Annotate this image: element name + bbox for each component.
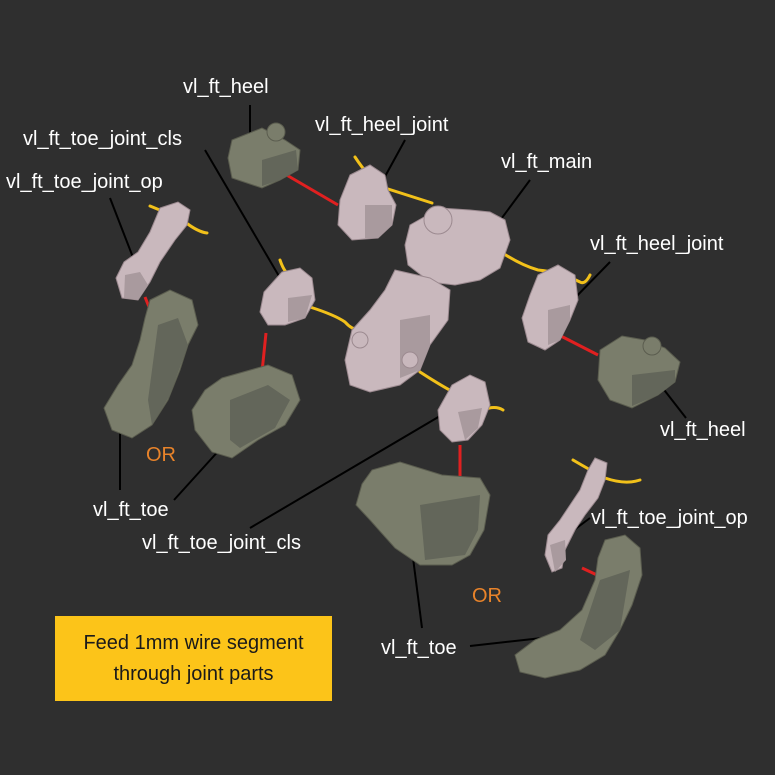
label-toe-bottom: vl_ft_toe — [381, 637, 457, 659]
label-toe-joint-cls-top: vl_ft_toe_joint_cls — [23, 128, 182, 150]
label-toe-joint-op-top: vl_ft_toe_joint_op — [6, 171, 163, 193]
label-heel-right: vl_ft_heel — [660, 419, 746, 441]
label-heel-joint-top: vl_ft_heel_joint — [315, 114, 449, 136]
label-toe-left: vl_ft_toe — [93, 499, 169, 521]
toe-part-bottom — [355, 461, 491, 566]
heel-part-top — [227, 122, 301, 189]
label-heel-joint-right: vl_ft_heel_joint — [590, 233, 724, 255]
heel-part-right — [597, 335, 681, 409]
label-heel-top: vl_ft_heel — [183, 76, 269, 98]
instruction-note: Feed 1mm wire segment through joint part… — [55, 616, 332, 701]
toe-part-center — [191, 364, 301, 459]
heel-joint-part-top — [337, 164, 397, 241]
or-label-right: OR — [472, 585, 502, 607]
label-main: vl_ft_main — [501, 151, 593, 173]
toe-joint-op-part-right — [544, 457, 608, 573]
toe-joint-cls-part-top — [259, 267, 316, 326]
toe-part-left — [103, 289, 199, 439]
label-toe-joint-op-right: vl_ft_toe_joint_op — [591, 507, 748, 529]
toe-joint-op-part-top — [115, 201, 191, 301]
or-label-left: OR — [146, 444, 176, 466]
label-toe-joint-cls-bottom: vl_ft_toe_joint_cls — [142, 532, 301, 554]
heel-joint-part-right — [521, 264, 579, 351]
toe-part-right — [514, 534, 643, 679]
main-part — [344, 205, 511, 393]
toe-joint-cls-part-bottom — [437, 374, 491, 443]
